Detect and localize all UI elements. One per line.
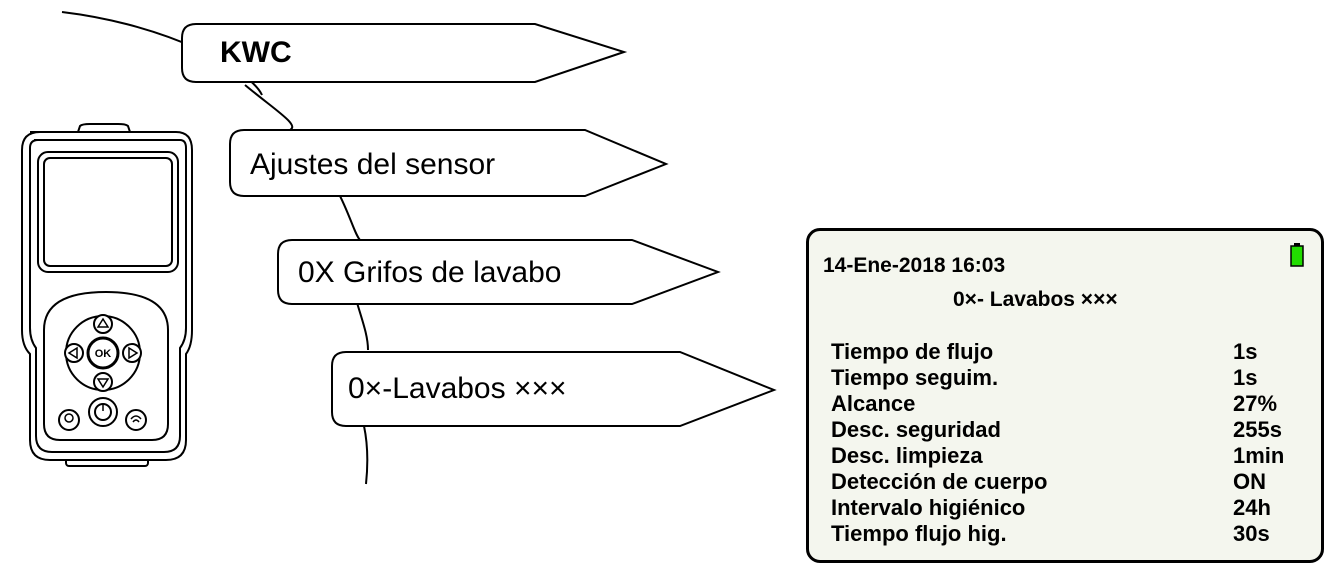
param-value: 27% bbox=[1233, 391, 1278, 416]
param-name: Tiempo flujo hig. bbox=[831, 521, 1007, 546]
ok-button bbox=[86, 336, 120, 370]
param-value: ON bbox=[1233, 469, 1266, 494]
menu-level4-label: 0×-Lavabos ××× bbox=[348, 372, 567, 405]
display-datetime: 14-Ene-2018 16:03 bbox=[823, 254, 1006, 277]
param-value: 1s bbox=[1233, 365, 1258, 390]
device-screen bbox=[43, 157, 173, 267]
handheld-remote-device bbox=[21, 123, 193, 467]
menu-level2-label: Ajustes del sensor bbox=[250, 148, 496, 181]
power-button bbox=[94, 403, 112, 421]
device-inner-outline bbox=[29, 139, 187, 453]
param-name: Desc. limpieza bbox=[831, 443, 983, 468]
param-name: Desc. seguridad bbox=[831, 417, 1001, 442]
left-soft-button bbox=[58, 409, 80, 431]
device-screen-bezel bbox=[37, 151, 179, 273]
param-name: Tiempo seguim. bbox=[831, 365, 999, 390]
param-value: 1min bbox=[1233, 443, 1285, 468]
param-name: Tiempo de flujo bbox=[831, 339, 994, 364]
ok-button-label: OK bbox=[95, 348, 112, 360]
param-name: Intervalo higiénico bbox=[831, 495, 1026, 520]
up-arrow-icon bbox=[96, 317, 110, 328]
menu-tag-1 bbox=[181, 23, 628, 83]
device-display-panel: 14-Ene-2018 16:03 0×- Lavabos ××× Tiempo… bbox=[806, 228, 1324, 563]
up-arrow-button bbox=[93, 314, 113, 334]
menu-tag-4 bbox=[331, 351, 777, 427]
display-title: 0×- Lavabos ××× bbox=[953, 288, 1118, 311]
right-soft-icon bbox=[130, 415, 142, 423]
down-arrow-button bbox=[93, 372, 113, 392]
menu-tag-3 bbox=[277, 239, 721, 305]
right-arrow-icon bbox=[128, 346, 139, 360]
power-button-ring bbox=[88, 397, 118, 427]
right-arrow-button bbox=[122, 343, 142, 363]
device-body bbox=[21, 131, 193, 461]
param-value: 24h bbox=[1233, 495, 1271, 520]
param-name: Detección de cuerpo bbox=[831, 469, 1048, 494]
menu-tag-2 bbox=[229, 129, 669, 197]
battery-icon bbox=[1290, 243, 1304, 267]
param-value: 255s bbox=[1233, 417, 1282, 442]
param-value: 1s bbox=[1233, 339, 1258, 364]
down-arrow-icon bbox=[96, 378, 110, 389]
device-keypad-area bbox=[43, 290, 169, 441]
left-arrow-button bbox=[64, 343, 84, 363]
menu-level1-label: KWC bbox=[220, 36, 292, 69]
left-soft-icon bbox=[64, 413, 74, 423]
param-value: 30s bbox=[1233, 521, 1270, 546]
param-name: Alcance bbox=[831, 391, 916, 416]
right-soft-button bbox=[125, 409, 147, 431]
left-arrow-icon bbox=[67, 346, 78, 360]
menu-level3-label: 0X Grifos de lavabo bbox=[298, 256, 562, 289]
